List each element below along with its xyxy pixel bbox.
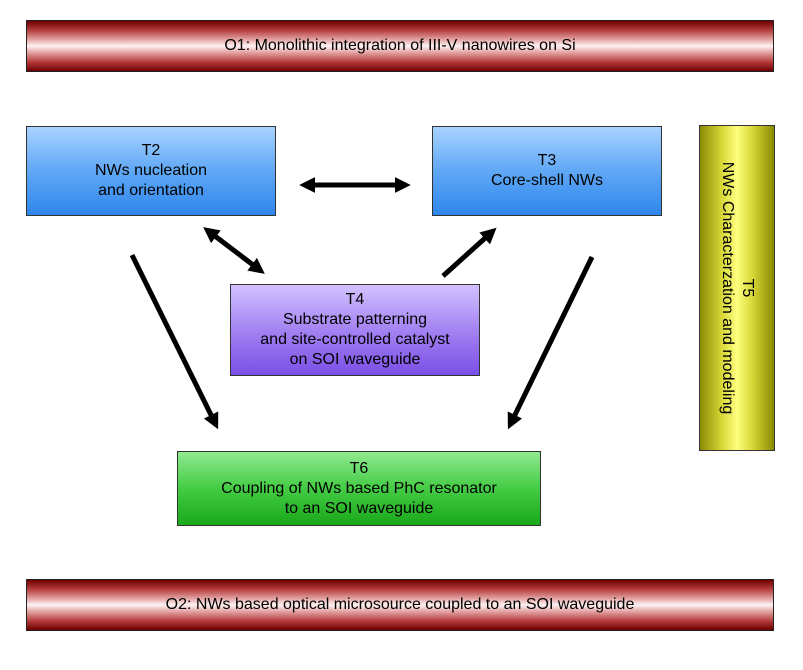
task-t2-id: T2 (141, 142, 161, 159)
task-t4-line3: on SOI waveguide (289, 351, 421, 368)
task-t2-line2: and orientation (98, 182, 204, 199)
arrow-t4-to-t3 (441, 227, 497, 278)
task-t5-box: T5 NWs Characterzation and modeling (699, 125, 775, 451)
task-t2-line1: NWs nucleation (94, 162, 208, 179)
objective-o1-banner: O1: Monolithic integration of III-V nano… (26, 20, 774, 72)
arrow-t2-t4-bidirectional (203, 227, 265, 274)
objective-o2-banner: O2: NWs based optical microsource couple… (26, 579, 774, 631)
task-t6-box: T6 Coupling of NWs based PhC resonator t… (177, 451, 541, 526)
arrow-t2-to-t6 (129, 253, 219, 430)
objective-o1-text: O1: Monolithic integration of III-V nano… (224, 37, 576, 54)
task-t4-line2: and site-controlled catalyst (260, 331, 450, 348)
arrow-t3-to-t6 (507, 255, 595, 430)
task-t4-box: T4 Substrate patterning and site-control… (230, 284, 480, 376)
task-t3-id: T3 (537, 152, 557, 169)
task-t6-line1: Coupling of NWs based PhC resonator (221, 479, 497, 497)
task-t4-id: T4 (345, 291, 365, 308)
task-t6-line2: to an SOI waveguide (284, 499, 434, 517)
task-t4-line1: Substrate patterning (282, 311, 428, 328)
task-t2-box: T2 NWs nucleation and orientation (26, 126, 276, 216)
task-t6-id: T6 (349, 459, 369, 477)
task-t3-line1: Core-shell NWs (490, 172, 603, 189)
task-t3-box: T3 Core-shell NWs (432, 126, 662, 216)
objective-o2-text: O2: NWs based optical microsource couple… (165, 596, 635, 613)
